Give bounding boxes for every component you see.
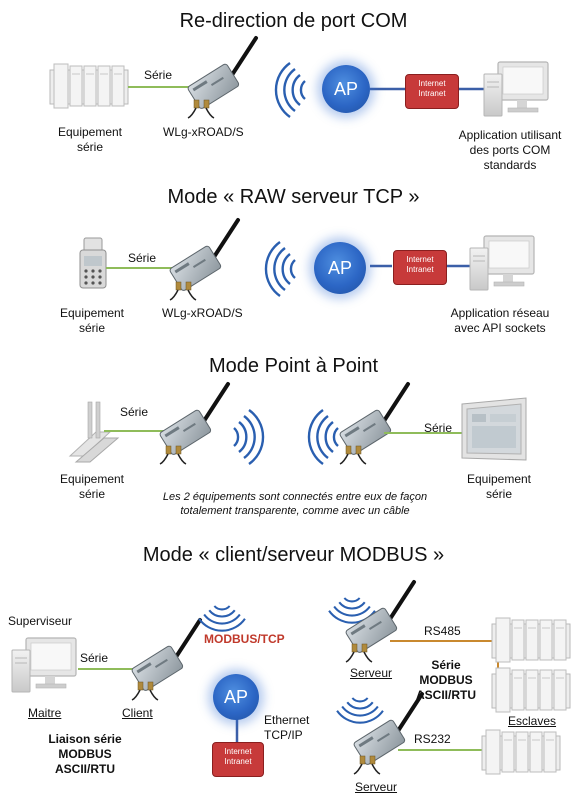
pc-1	[483, 61, 549, 117]
modbus-tcp-label: MODBUS/TCP	[204, 632, 285, 646]
section3-title: Mode Point à Point	[209, 355, 378, 377]
application-label-2-line2: avec API sockets	[454, 321, 546, 335]
equipement-label-3b-line1: Equipement	[466, 472, 532, 486]
wifi-waves-3a	[232, 408, 265, 466]
section1-title: Re-direction de port COM	[179, 10, 408, 32]
internet-box-1-line2: Intranet	[418, 89, 446, 98]
liaison-serie-line3: ASCII/RTU	[55, 762, 115, 776]
plc-equipment-1	[49, 63, 129, 109]
wifi-waves-server-bottom	[336, 696, 384, 724]
serie-label-2: Série	[128, 251, 157, 265]
serie-modbus-line3: ASCII/RTU	[416, 688, 476, 702]
equipement-label-3b-line2: série	[485, 487, 512, 501]
plc-slave-3	[481, 729, 561, 775]
wlg-device-1	[184, 36, 258, 120]
internet-box-4-line2: Intranet	[224, 757, 252, 766]
handheld-terminal-icon	[79, 237, 107, 289]
serie-label-3a: Série	[120, 405, 149, 419]
equipement-label-3a-line2: série	[78, 487, 105, 501]
touch-panel-icon	[461, 397, 527, 461]
plc-slave-2	[491, 667, 571, 713]
serveur-bottom-label: Serveur	[355, 780, 398, 794]
maitre-label: Maitre	[28, 706, 62, 720]
ap-node-4: AP	[213, 674, 259, 720]
pc-superviseur	[11, 637, 77, 693]
point-a-point-note-line2: totalement transparente, comme avec un c…	[180, 505, 410, 517]
ethernet-tcpip-label: Ethernet TCP/IP	[264, 713, 309, 743]
liaison-serie-label: Liaison série MODBUS ASCII/RTU	[30, 732, 140, 777]
superviseur-label: Superviseur	[8, 614, 73, 628]
application-label-1-line2: des ports COM	[469, 143, 551, 157]
rs485-label: RS485	[424, 624, 461, 638]
internet-box-1-line1: Internet	[418, 79, 446, 88]
application-label-1: Application utilisant des ports COM stan…	[440, 128, 580, 173]
wifi-waves-client	[198, 604, 246, 632]
wlg-device-2	[166, 218, 240, 302]
equipement-label-1-line2: série	[76, 140, 103, 154]
serie-modbus-line1: Série	[431, 658, 461, 672]
rs232-label: RS232	[414, 732, 451, 746]
liaison-serie-line2: MODBUS	[58, 747, 112, 761]
ethernet-label-line2: TCP/IP	[264, 728, 303, 742]
wifi-waves-2	[264, 240, 297, 298]
ethernet-label-line1: Ethernet	[264, 713, 310, 727]
point-a-point-note-line1: Les 2 équipements sont connectés entre e…	[162, 491, 428, 503]
internet-box-4-line1: Internet	[224, 747, 252, 756]
application-label-1-line3: standards	[483, 158, 537, 172]
equipement-label-1: Equipement série	[40, 125, 140, 155]
device-label-1: WLg-xROAD/S	[163, 125, 244, 139]
pc-2	[469, 235, 535, 291]
serie-label-4: Série	[80, 651, 109, 665]
wifi-waves-3b	[307, 408, 340, 466]
equipement-label-2-line2: série	[78, 321, 105, 335]
section2-graphics	[79, 218, 535, 302]
serie-modbus-line2: MODBUS	[419, 673, 473, 687]
equipement-label-3a: Equipement série	[42, 472, 142, 502]
serveur-top-label: Serveur	[350, 666, 393, 680]
serie-label-3b: Série	[424, 421, 453, 435]
section2-title: Mode « RAW serveur TCP »	[167, 186, 420, 208]
application-label-2: Application réseau avec API sockets	[430, 306, 570, 336]
internet-box-2-line2: Intranet	[406, 265, 434, 274]
client-label: Client	[122, 706, 153, 720]
wlg-device-3b	[336, 382, 410, 466]
equipement-label-1-line1: Equipement	[57, 125, 123, 139]
section1-graphics	[49, 36, 549, 120]
equipement-label-3a-line1: Equipement	[59, 472, 125, 486]
equipement-label-2-line1: Equipement	[59, 306, 125, 320]
internet-box-2: Internet Intranet	[393, 250, 447, 285]
internet-box-4: Internet Intranet	[212, 742, 264, 777]
section4-graphics	[11, 580, 571, 776]
application-label-2-line1: Application réseau	[450, 306, 550, 320]
equipement-label-2: Equipement série	[42, 306, 142, 336]
internet-box-1: Internet Intranet	[405, 74, 459, 109]
wlg-device-3a	[156, 382, 230, 466]
equipement-label-3b: Equipement série	[444, 472, 554, 502]
section4-title: Mode « client/serveur MODBUS »	[142, 544, 445, 566]
liaison-serie-line1: Liaison série	[48, 732, 122, 746]
wifi-waves-1	[274, 61, 307, 119]
ap-node-1: AP	[322, 65, 370, 113]
serie-modbus-label: Série MODBUS ASCII/RTU	[406, 658, 486, 703]
section3-graphics	[68, 382, 527, 466]
serie-label-1: Série	[144, 68, 173, 82]
point-a-point-note: Les 2 équipements sont connectés entre e…	[120, 490, 470, 518]
internet-box-2-line1: Internet	[406, 255, 434, 264]
ap-node-2: AP	[314, 242, 366, 294]
wlg-client	[128, 618, 202, 702]
device-label-2: WLg-xROAD/S	[162, 306, 243, 320]
plc-slave-1	[491, 617, 571, 663]
application-label-1-line1: Application utilisant	[458, 128, 562, 142]
esclaves-label: Esclaves	[508, 714, 557, 728]
wlg-server-bottom	[350, 692, 424, 776]
